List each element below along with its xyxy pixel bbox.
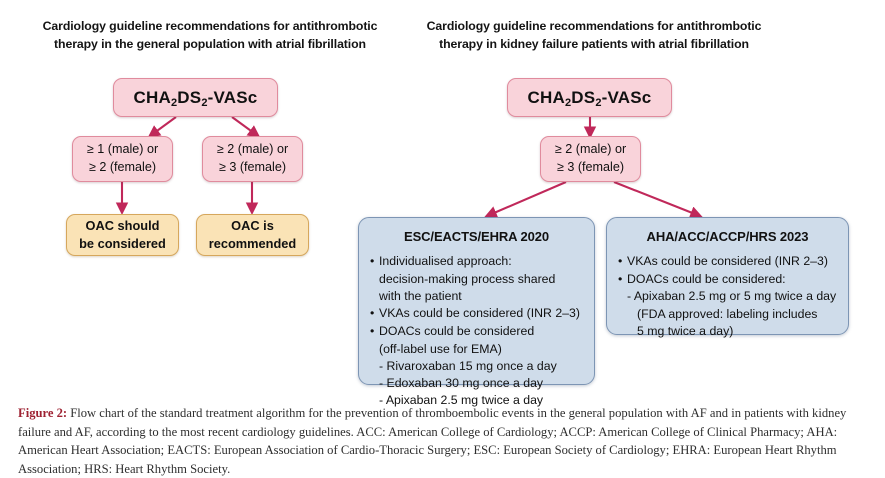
outcome-considered-line2: be considered <box>79 236 166 251</box>
outcome-node-oac-recommended[interactable]: OAC is recommended <box>196 214 309 256</box>
column-title-general-population: Cardiology guideline recommendations for… <box>42 19 378 51</box>
score-node-kidney-failure[interactable]: CHA2DS2-VASc <box>507 78 672 117</box>
criteria-low-line1: ≥ 1 (male) or <box>86 142 159 157</box>
guideline-panel-esc-eacts-ehra[interactable]: ESC/EACTS/EHRA 2020 • Individualised app… <box>358 217 595 407</box>
criteria-kidney-text: ≥ 2 (male) or ≥ 3 (female) <box>555 141 626 177</box>
figure-caption: Figure 2: Flow chart of the standard tre… <box>18 404 870 478</box>
figure-caption-text: Flow chart of the standard treatment alg… <box>18 406 847 476</box>
outcome-considered-line1: OAC should <box>85 218 160 234</box>
criteria-node-high-risk[interactable]: ≥ 2 (male) or ≥ 3 (female) <box>202 136 303 182</box>
criteria-node-low-risk[interactable]: ≥ 1 (male) or ≥ 2 (female) <box>72 136 173 182</box>
panel-line: • DOACs could be considered <box>370 323 583 340</box>
panel-line: - Apixaban 2.5 mg or 5 mg twice a day <box>627 289 837 304</box>
panel-line: 5 mg twice a day) <box>637 323 734 338</box>
panel-line: • VKAs could be considered (INR 2–3) <box>618 253 837 270</box>
outcome-recommended-text: OAC is recommended <box>209 217 296 252</box>
figure-canvas: Cardiology guideline recommendations for… <box>42 19 849 407</box>
criteria-low-text: ≥ 1 (male) or ≥ 2 (female) <box>87 141 158 177</box>
guideline-panel-aha-acc-accp-hrs[interactable]: AHA/ACC/ACCP/HRS 2023 • VKAs could be co… <box>606 217 849 338</box>
bullet-icon: • <box>370 323 375 338</box>
panel-line: • VKAs could be considered (INR 2–3) <box>370 305 583 322</box>
score-text: CHA2DS2-VASc <box>527 87 652 109</box>
panel-line-text: VKAs could be considered (INR 2–3) <box>627 254 828 268</box>
panel-line: • Individualised approach: <box>370 253 583 270</box>
panel-line: - Apixaban 2.5 mg twice a day <box>379 393 544 408</box>
bullet-icon: • <box>618 254 623 268</box>
panel-line-text: DOACs could be considered: <box>627 271 786 286</box>
panel-line: (off-label use for EMA) <box>379 341 502 356</box>
panel-body-aha: • VKAs could be considered (INR 2–3) • D… <box>618 253 837 340</box>
panel-line: decision-making process shared <box>379 271 556 286</box>
outcome-recommended-line2: recommended <box>208 236 297 251</box>
bullet-icon: • <box>370 306 375 321</box>
panel-line: - Rivaroxaban 15 mg once a day <box>379 358 557 373</box>
criteria-kidney-line1: ≥ 2 (male) or <box>554 142 627 157</box>
outcome-recommended-line1: OAC is <box>231 218 274 234</box>
panel-line: with the patient <box>379 288 462 303</box>
panel-line: - Edoxaban 30 mg once a day <box>379 375 544 390</box>
score-text: CHA2DS2-VASc <box>133 87 258 109</box>
panel-body-esc: • Individualised approach: decision-maki… <box>370 253 583 409</box>
panel-line-text: Individualised approach: <box>379 254 512 268</box>
panel-heading-aha: AHA/ACC/ACCP/HRS 2023 <box>646 229 809 244</box>
outcome-node-oac-considered[interactable]: OAC should be considered <box>66 214 179 256</box>
arrow-criteria-to-esc <box>484 181 567 218</box>
criteria-high-line2: ≥ 3 (female) <box>218 160 287 174</box>
panel-line: • DOACs could be considered: <box>618 271 837 288</box>
criteria-low-line2: ≥ 2 (female) <box>88 160 157 174</box>
arrow-criteria-to-aha <box>613 181 703 219</box>
criteria-high-text: ≥ 2 (male) or ≥ 3 (female) <box>217 141 288 177</box>
bullet-icon: • <box>618 271 623 286</box>
bullet-icon: • <box>370 254 375 268</box>
criteria-node-kidney-risk[interactable]: ≥ 2 (male) or ≥ 3 (female) <box>540 136 641 182</box>
panel-line: (FDA approved: labeling includes <box>637 306 818 321</box>
criteria-kidney-line2: ≥ 3 (female) <box>556 160 625 174</box>
panel-line-text: VKAs could be considered (INR 2–3) <box>379 306 580 321</box>
arrow-left-to-low <box>147 116 177 138</box>
score-node-general-population[interactable]: CHA2DS2-VASc <box>113 78 278 117</box>
arrow-left-to-high <box>231 116 261 138</box>
criteria-high-line1: ≥ 2 (male) or <box>216 142 289 157</box>
column-title-kidney-failure: Cardiology guideline recommendations for… <box>426 19 762 51</box>
panel-line-text: DOACs could be considered <box>379 323 535 338</box>
figure-caption-label: Figure 2: <box>18 406 68 420</box>
outcome-considered-text: OAC should be considered <box>79 217 166 252</box>
panel-heading-esc: ESC/EACTS/EHRA 2020 <box>404 229 549 244</box>
